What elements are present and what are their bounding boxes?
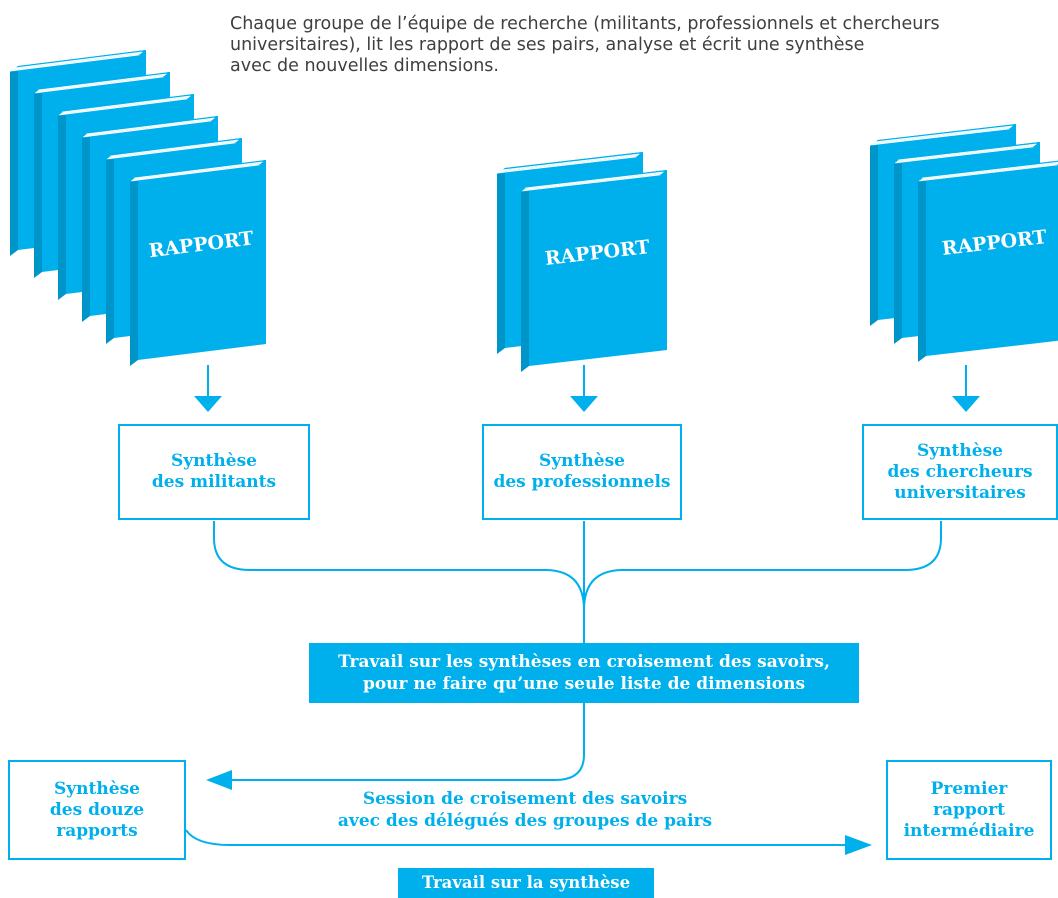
arrow-line-douze: [230, 703, 585, 781]
page-line: [132, 162, 261, 180]
book-cover: [529, 170, 667, 366]
page-line: [110, 139, 239, 157]
page-line: [59, 98, 188, 116]
book-spine: [10, 66, 18, 256]
page-line: [922, 161, 1058, 179]
book-spine: [58, 110, 66, 300]
arrowhead-militants: [194, 396, 222, 412]
report-book: RAPPORT: [521, 170, 667, 372]
synthese-chercheurs-box: Synthèse des chercheurs universitaires: [862, 424, 1058, 520]
session-line-2: avec des délégués des groupes de pairs: [337, 811, 713, 831]
intro-text: Chaque groupe de l’équipe de recherche (…: [230, 14, 1050, 77]
synthese-militants-box: Synthèse des militants: [118, 424, 310, 520]
page-line: [11, 54, 140, 72]
page-line: [871, 128, 1010, 146]
book-spine: [34, 88, 42, 278]
book-spine: [82, 132, 90, 322]
travail-synthese-label: Travail sur la synthèse: [421, 873, 631, 892]
synthese-chercheurs-line-1: Synthèse: [917, 440, 1003, 461]
page-line: [86, 117, 215, 135]
page-line: [134, 161, 263, 179]
synthese-professionnels-line-1: Synthèse: [539, 451, 625, 471]
stack-professionnels: RAPPORT: [497, 152, 667, 372]
page-line: [107, 142, 236, 160]
page-line: [38, 73, 167, 91]
session-line-1: Session de croisement des savoirs: [362, 789, 688, 809]
book-spine: [130, 176, 138, 366]
synthese-douze-line-3: rapports: [56, 820, 138, 841]
synthese-chercheurs-line-3: universitaires: [894, 482, 1026, 503]
book-spine: [870, 140, 878, 326]
page-line: [522, 174, 661, 192]
premier-rapport-box: Premier rapport intermédiaire: [886, 760, 1052, 860]
page-line: [895, 146, 1034, 164]
page-line: [920, 162, 1058, 180]
croisement-line-2: pour ne faire qu’une seule liste de dime…: [362, 674, 806, 694]
synthese-chercheurs-line-2: des chercheurs: [887, 461, 1033, 482]
page-line: [35, 76, 164, 94]
page-line: [60, 96, 189, 114]
page-line: [36, 74, 165, 92]
stack-chercheurs: RAPPORT: [870, 124, 1058, 362]
page-line: [12, 52, 141, 70]
page-line: [501, 153, 640, 171]
page-line: [83, 120, 212, 138]
page-line: [131, 164, 260, 182]
arrowheads: [194, 396, 980, 855]
session-label: Session de croisement des savoirs avec d…: [300, 788, 750, 832]
page-line: [523, 172, 662, 190]
synthese-militants-line-1: Synthèse: [171, 451, 257, 471]
merge-left: [213, 521, 585, 643]
page-line: [898, 143, 1037, 161]
stack-militants: RAPPORT: [10, 50, 266, 366]
synthese-douze-box: Synthèse des douze rapports: [8, 760, 186, 860]
travail-synthese-box: Travail sur la synthèse: [398, 868, 654, 898]
page-line: [874, 125, 1013, 143]
croisement-line-1: Travail sur les synthèses en croisement …: [338, 652, 830, 672]
premier-line-1: Premier: [930, 778, 1008, 799]
synthese-professionnels-line-2: des professionnels: [493, 472, 671, 492]
book-cover: [926, 160, 1058, 356]
synthese-douze-line-1: Synthèse: [54, 778, 140, 799]
report-book: RAPPORT: [130, 160, 266, 366]
page-line: [499, 154, 638, 172]
book-spine: [918, 176, 926, 362]
page-line: [525, 171, 664, 189]
page-line: [84, 118, 213, 136]
synthese-douze-line-2: des douze: [49, 799, 145, 820]
page-line: [498, 156, 637, 174]
intro-line-2: universitaires), lit les rapport de ses …: [230, 35, 865, 55]
page-line: [14, 51, 143, 69]
arrowhead-premier: [845, 835, 872, 855]
intro-line-3: avec de nouvelles dimensions.: [230, 56, 499, 76]
page-line: [872, 126, 1011, 144]
book-spine: [894, 158, 902, 344]
book-spine: [521, 186, 529, 372]
report-book: RAPPORT: [918, 160, 1058, 362]
intro-line-1: Chaque groupe de l’équipe de recherche (…: [230, 14, 940, 34]
arrowhead-douze: [206, 770, 232, 790]
report-stacks: RAPPORT RAPPORT RAPPORT: [10, 50, 1058, 372]
arrow-line-premier: [185, 829, 845, 846]
book-cover: [138, 160, 266, 360]
book-spine: [497, 168, 505, 354]
croisement-box: Travail sur les synthèses en croisement …: [309, 643, 859, 703]
page-line: [919, 164, 1058, 182]
premier-line-3: intermédiaire: [903, 820, 1035, 841]
synthese-professionnels-box: Synthèse des professionnels: [482, 424, 682, 520]
book-spine: [106, 154, 114, 344]
premier-line-2: rapport: [933, 799, 1005, 820]
page-line: [62, 95, 191, 113]
page-line: [108, 140, 237, 158]
page-line: [896, 144, 1035, 162]
synthese-militants-line-2: des militants: [151, 472, 277, 492]
connectors: [185, 365, 967, 846]
arrowhead-chercheurs: [952, 396, 980, 412]
merge-right: [583, 521, 942, 611]
arrowhead-professionnels: [570, 396, 598, 412]
